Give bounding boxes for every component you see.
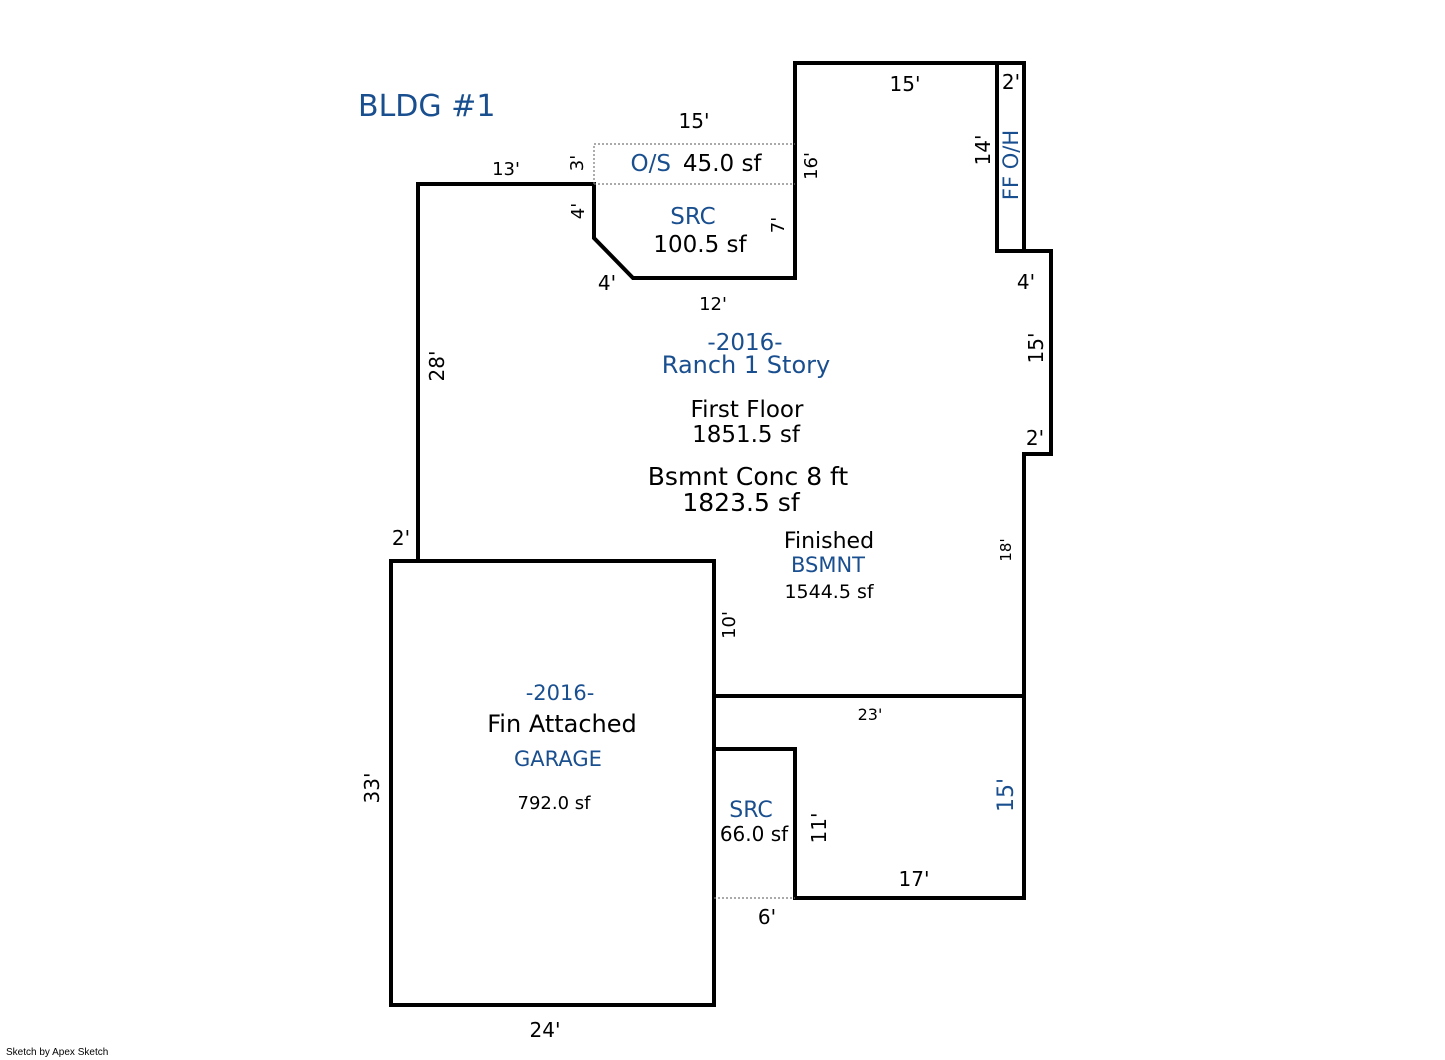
first-floor-label: First Floor: [691, 397, 804, 423]
building-title: BLDG #1: [358, 89, 495, 124]
main-house-outline: [416, 61, 1053, 698]
src-bottom-area: 66.0 sf: [720, 822, 789, 846]
dim-right-jog-bottom: 2': [1026, 426, 1044, 450]
garage-year: -2016-: [526, 681, 595, 705]
dim-right-lower: 18': [997, 538, 1015, 561]
dim-top-right-width: 15': [890, 72, 921, 96]
dim-right-jog-top: 4': [1017, 270, 1035, 294]
ffoh-outline: [995, 63, 1024, 253]
dim-garage-bottom: 24': [530, 1018, 561, 1042]
garage-area: 792.0 sf: [518, 793, 592, 814]
dim-patio-bottom: 17': [899, 867, 930, 891]
dim-garage-left: 33': [360, 773, 384, 804]
os-outline: [593, 143, 795, 185]
dim-os-depth: 3': [567, 155, 588, 171]
dim-main-left: 28': [425, 351, 449, 382]
dim-src-left-upper: 4': [568, 203, 589, 219]
os-area-label: O/S 45.0 sf: [630, 151, 762, 177]
dim-src-right-height: 16': [801, 152, 822, 180]
dim-src2-bottom: 6': [758, 905, 776, 929]
finished-type: BSMNT: [791, 553, 865, 577]
dim-garage-join: 10': [719, 611, 740, 639]
finished-area: 1544.5 sf: [784, 581, 874, 603]
dim-ffoh-width: 2': [1002, 70, 1020, 94]
dim-main-top-width: 13': [492, 159, 520, 180]
dim-os-width: 15': [679, 109, 710, 133]
dim-src-bottom: 12': [699, 294, 727, 315]
os-area: 45.0 sf: [683, 151, 763, 177]
src-bottom-label: SRC: [729, 798, 773, 823]
dim-src-diag: 4': [598, 271, 616, 295]
src-top-label: SRC: [670, 204, 716, 230]
dim-src-right-lower: 7': [768, 217, 789, 233]
dim-patio-top: 23': [858, 705, 883, 724]
basement-area: 1823.5 sf: [682, 488, 800, 517]
garage-type: Fin Attached: [487, 710, 637, 738]
main-style: Ranch 1 Story: [662, 351, 830, 379]
finished-label: Finished: [784, 529, 874, 554]
patio-outline: [714, 696, 1026, 900]
garage-outline: [389, 559, 716, 1007]
os-label: O/S: [630, 151, 670, 177]
dim-left-jog: 2': [392, 526, 410, 550]
dim-right-upper: 15': [1024, 333, 1048, 364]
src-top-area: 100.5 sf: [653, 232, 747, 258]
footer-credit: Sketch by Apex Sketch: [6, 1047, 109, 1058]
dim-patio-right: 15': [994, 778, 1019, 812]
garage-name: GARAGE: [514, 747, 602, 771]
ffoh-label: FF O/H: [999, 130, 1023, 200]
dim-ffoh-height: 14': [971, 135, 995, 166]
basement-label: Bsmnt Conc 8 ft: [648, 462, 849, 491]
dim-src2-height: 11': [807, 813, 831, 844]
first-floor-area: 1851.5 sf: [692, 422, 801, 448]
main-year: -2016-: [707, 330, 782, 356]
